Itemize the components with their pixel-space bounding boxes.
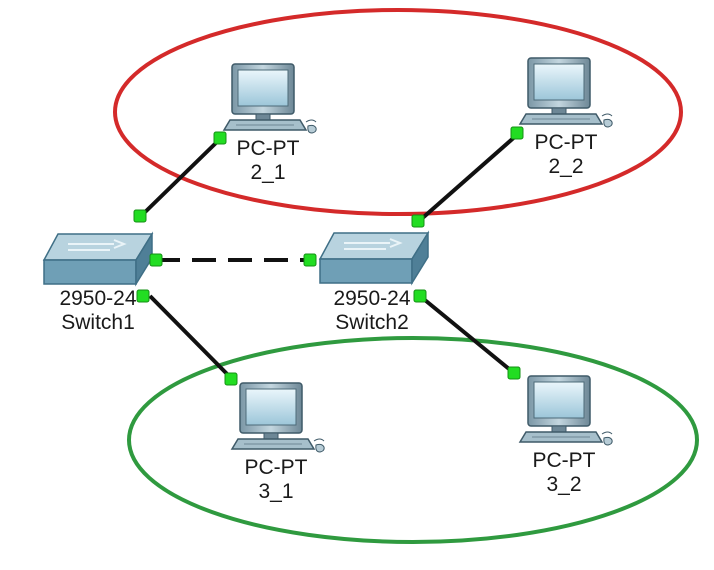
- switch2-name: Switch2: [335, 311, 409, 335]
- pc-3-1-name: 3_1: [258, 480, 294, 504]
- link-switch2-pc2-2: [416, 132, 520, 224]
- pc-3-1-icon[interactable]: [231, 382, 325, 453]
- pc-2-2-label: PC-PT 2_2: [530, 131, 602, 179]
- pc-3-2-icon[interactable]: [519, 375, 613, 446]
- pc-3-1-model: PC-PT: [244, 456, 308, 479]
- port-light: [411, 214, 425, 228]
- pc-2-2-name: 2_2: [548, 155, 584, 179]
- pc-3-2-name: 3_2: [546, 473, 582, 497]
- port-light: [507, 366, 521, 380]
- port-light: [213, 131, 227, 145]
- vlan-3-ring: [127, 336, 699, 544]
- pc-3-1-label: PC-PT 3_1: [240, 456, 312, 504]
- switch1-name: Switch1: [61, 311, 135, 335]
- pc-3-2-label: PC-PT 3_2: [528, 449, 600, 497]
- port-light: [510, 126, 524, 140]
- pc-2-2-model: PC-PT: [534, 131, 598, 154]
- pc-2-1-model: PC-PT: [236, 137, 300, 160]
- port-light: [133, 209, 147, 223]
- switch2-label: 2950-24 Switch2: [324, 287, 420, 335]
- port-light: [224, 372, 238, 386]
- switch2-icon[interactable]: [319, 232, 429, 284]
- pc-2-2-icon[interactable]: [519, 57, 613, 128]
- port-light: [413, 289, 427, 303]
- port-light: [136, 289, 150, 303]
- pc-2-1-label: PC-PT 2_1: [232, 137, 304, 185]
- vlan-2-ring: [113, 8, 683, 216]
- switch1-label: 2950-24 Switch1: [50, 287, 146, 335]
- port-light: [149, 253, 163, 267]
- port-light: [303, 253, 317, 267]
- pc-2-1-name: 2_1: [250, 161, 286, 185]
- pc-3-2-model: PC-PT: [532, 449, 596, 472]
- switch1-model: 2950-24: [59, 287, 137, 310]
- link-switch1-pc2-1: [138, 137, 222, 219]
- pc-2-1-icon[interactable]: [223, 63, 317, 134]
- switch1-icon[interactable]: [43, 233, 153, 285]
- link-switch1-pc3-1: [148, 294, 234, 381]
- switch2-model: 2950-24: [333, 287, 411, 310]
- link-switch2-pc3-2: [418, 294, 516, 375]
